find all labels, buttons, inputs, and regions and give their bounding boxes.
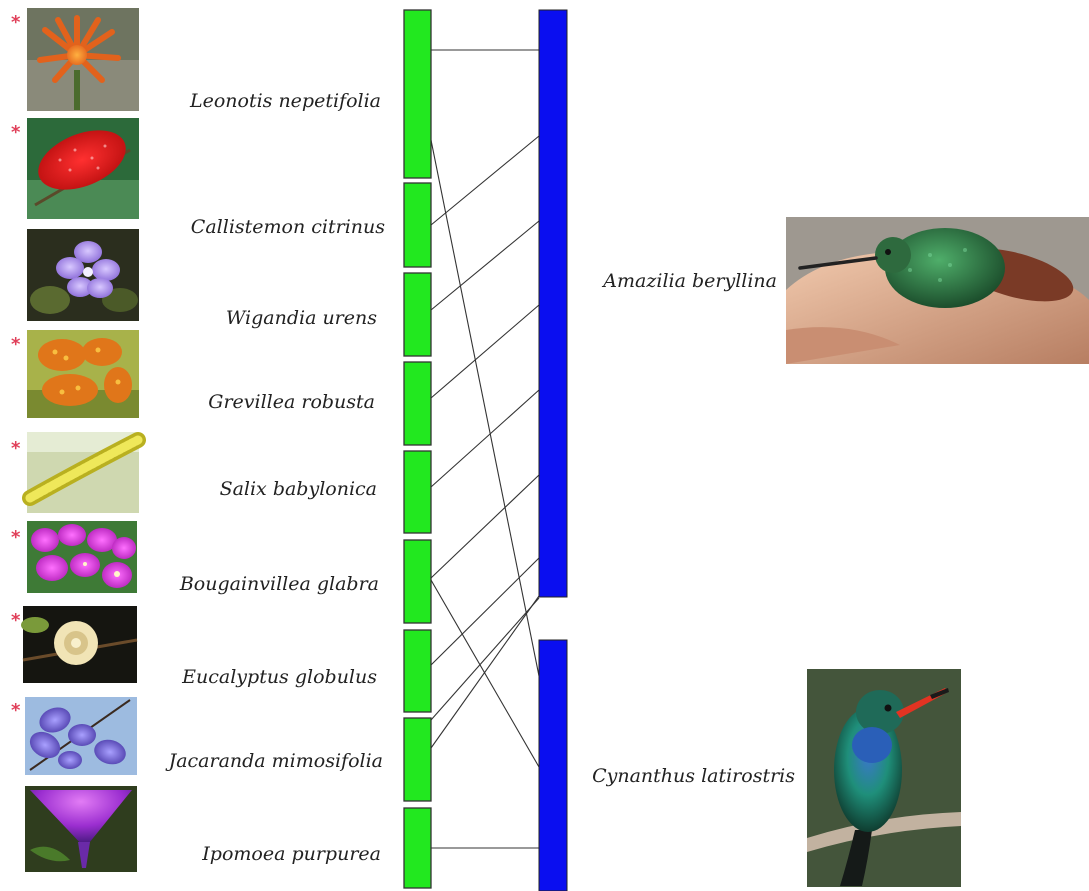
photo-ipomoea xyxy=(25,786,137,872)
link-callistemon-amazilia xyxy=(431,136,539,225)
bird-label-cynanthus: Cynanthus latirostris xyxy=(592,765,795,787)
plant-node-salix xyxy=(404,451,431,533)
photo-eucalyptus xyxy=(21,606,137,683)
photo-salix xyxy=(27,432,139,513)
plant-node-column xyxy=(404,10,431,888)
bird-labels: Amazilia beryllina Cynanthus latirostris xyxy=(592,270,795,787)
plant-label-jacaranda: Jacaranda mimosifolia xyxy=(165,750,383,772)
plant-node-ipomoea xyxy=(404,808,431,888)
bird-node-cynanthus-latirostris xyxy=(539,640,567,891)
interaction-links xyxy=(431,50,539,848)
link-grevillea-amazilia xyxy=(431,305,539,398)
plant-label-callistemon: Callistemon citrinus xyxy=(191,216,385,238)
link-leonotis-cynanthus xyxy=(431,140,539,676)
nectar-markers: * * * * * * * xyxy=(11,12,21,721)
plant-node-jacaranda xyxy=(404,718,431,801)
plant-label-leonotis: Leonotis nepetifolia xyxy=(189,90,381,112)
photo-cynanthus-latirostris xyxy=(807,669,961,887)
link-salix-amazilia xyxy=(431,390,539,487)
link-jacaranda-amazilia xyxy=(431,596,539,748)
plant-node-bougainvillea xyxy=(404,540,431,623)
plant-node-grevillea xyxy=(404,362,431,445)
marker-asterisk: * xyxy=(11,700,21,721)
plant-label-eucalyptus: Eucalyptus globulus xyxy=(181,666,377,688)
photo-jacaranda xyxy=(25,697,137,775)
marker-asterisk: * xyxy=(11,12,21,33)
marker-asterisk: * xyxy=(11,122,21,143)
photo-amazilia-beryllina xyxy=(786,217,1089,364)
plant-label-grevillea: Grevillea robusta xyxy=(208,391,375,413)
link-eucalyptus-amazilia xyxy=(431,558,539,665)
plant-label-salix: Salix babylonica xyxy=(220,478,377,500)
photo-grevillea xyxy=(27,330,139,418)
marker-asterisk: * xyxy=(11,334,21,355)
plant-label-ipomoea: Ipomoea purpurea xyxy=(201,843,381,865)
photo-callistemon xyxy=(27,118,139,219)
plant-label-bougainvillea: Bougainvillea glabra xyxy=(179,573,379,595)
link-bougainvillea-cynanthus xyxy=(431,580,539,767)
marker-asterisk: * xyxy=(11,438,21,459)
photo-leonotis xyxy=(27,8,139,111)
bird-label-amazilia: Amazilia beryllina xyxy=(601,270,777,292)
marker-asterisk: * xyxy=(11,527,21,548)
plant-labels: Leonotis nepetifolia Callistemon citrinu… xyxy=(165,90,386,865)
bird-node-column xyxy=(539,10,567,891)
bird-node-amazilia-beryllina xyxy=(539,10,567,597)
plant-node-wigandia xyxy=(404,273,431,356)
photo-wigandia xyxy=(27,229,139,321)
photo-bougainvillea xyxy=(27,521,137,593)
link-jacaranda-amazilia-upper xyxy=(431,598,539,720)
plant-node-callistemon xyxy=(404,183,431,267)
plant-node-leonotis xyxy=(404,10,431,178)
link-bougainvillea-amazilia xyxy=(431,475,539,578)
link-wigandia-amazilia xyxy=(431,221,539,310)
marker-asterisk: * xyxy=(11,610,21,631)
plant-node-eucalyptus xyxy=(404,630,431,712)
plant-label-wigandia: Wigandia urens xyxy=(226,307,377,329)
